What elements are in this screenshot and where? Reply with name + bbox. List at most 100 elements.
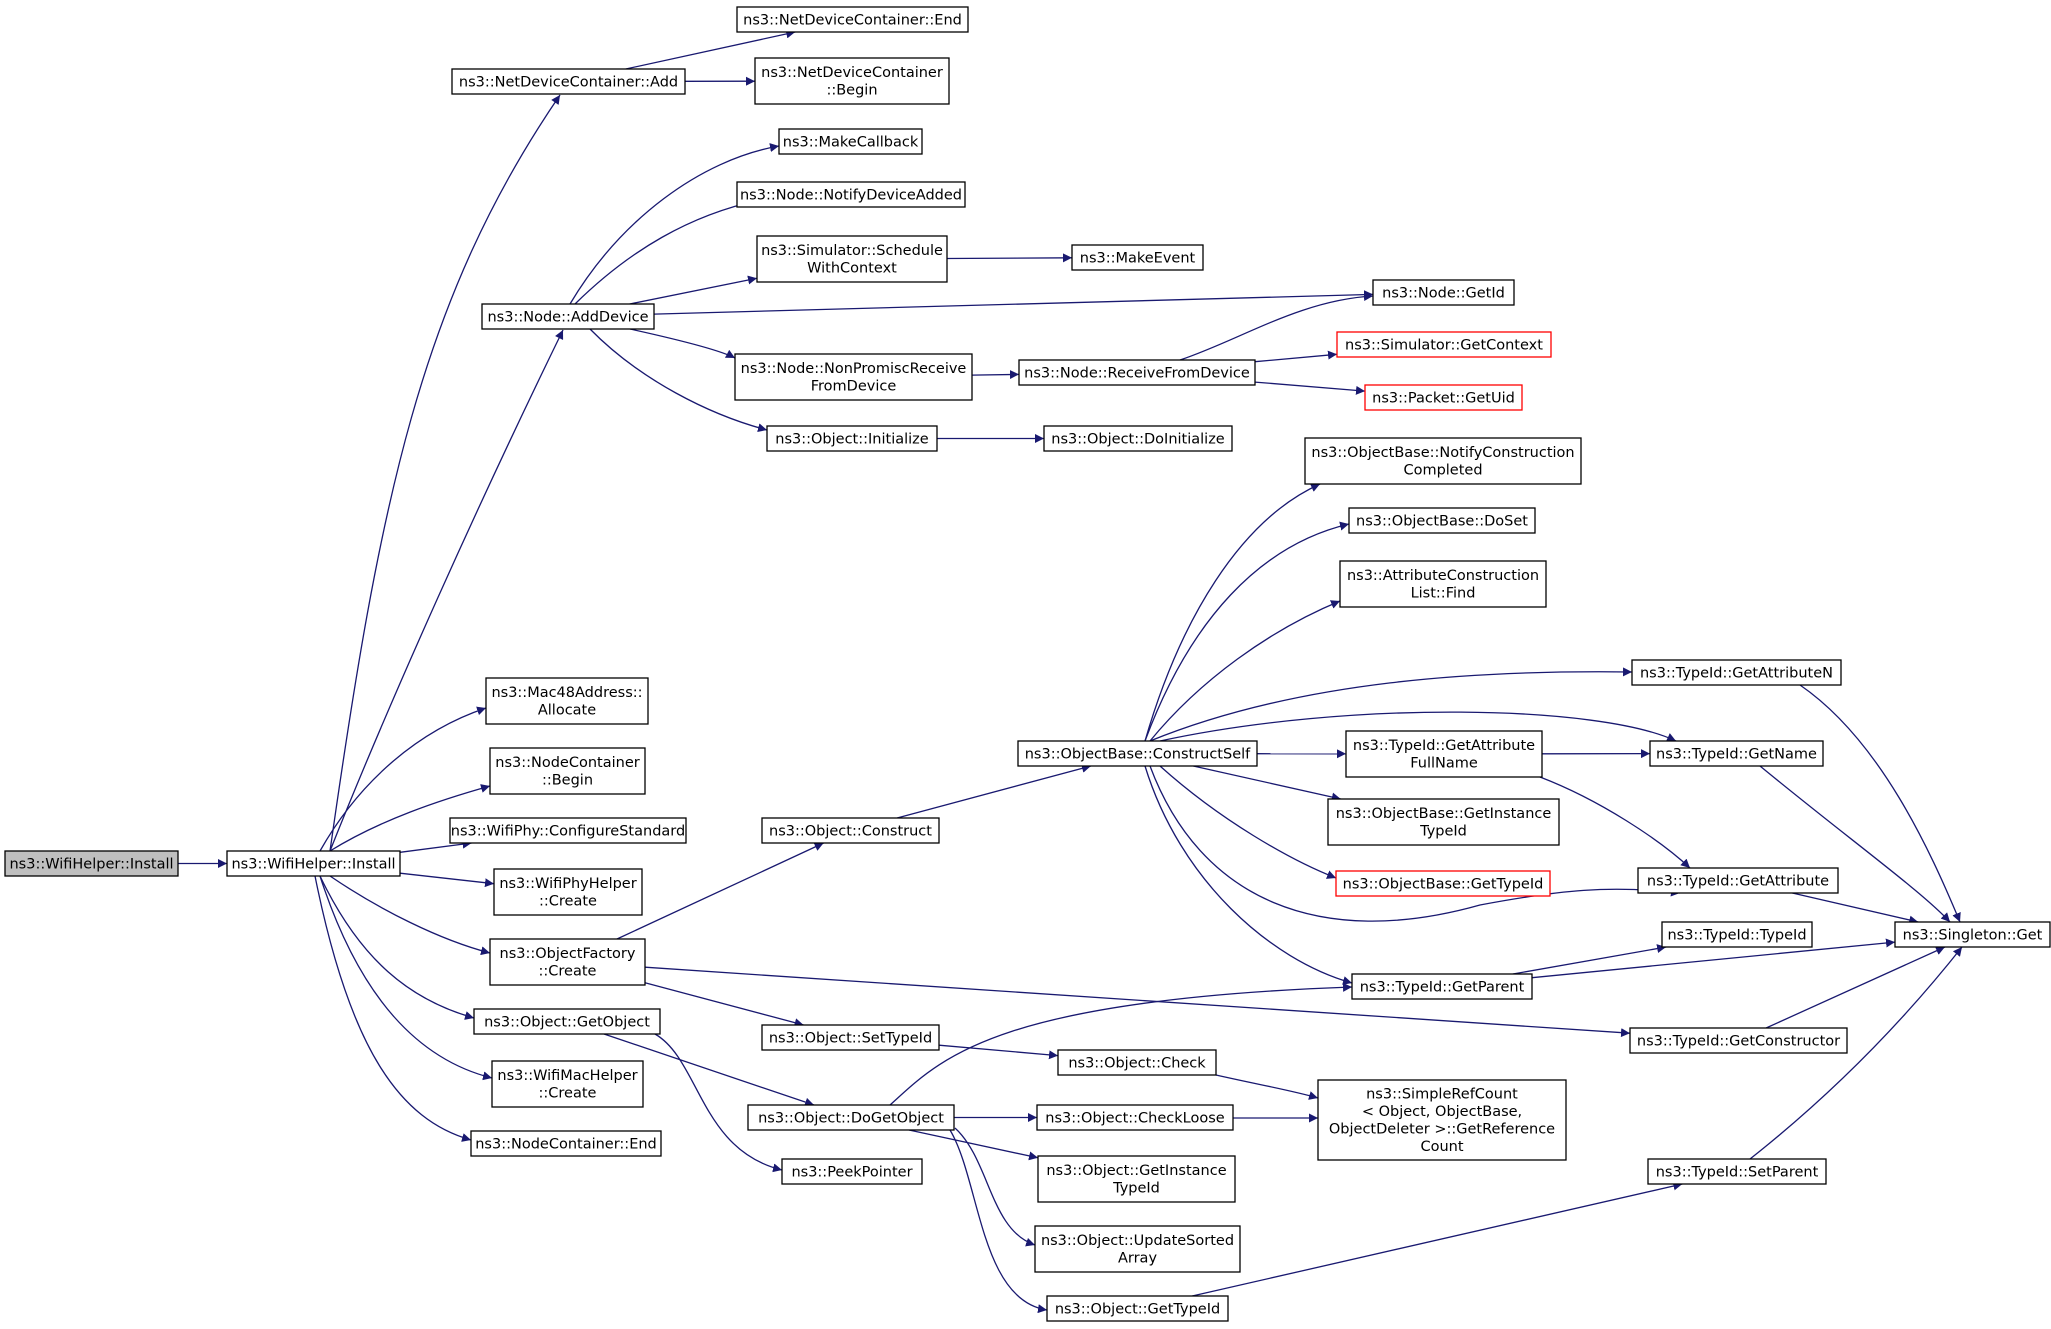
node-object-doinitialize[interactable]: ns3::Object::DoInitialize bbox=[1043, 425, 1233, 452]
node-label-line: ns3::WifiHelper::Install bbox=[231, 856, 395, 872]
node-wifiphyhelper-create[interactable]: ns3::WifiPhyHelper::Create bbox=[493, 868, 643, 916]
node-netdevcont-end[interactable]: ns3::NetDeviceContainer::End bbox=[736, 6, 969, 33]
node-label-line: ns3::Singleton::Get bbox=[1903, 927, 2043, 943]
node-typeid-getattribute[interactable]: ns3::TypeId::GetAttribute bbox=[1637, 867, 1839, 894]
node-object-construct[interactable]: ns3::Object::Construct bbox=[761, 817, 940, 844]
node-wifihelper-install-root[interactable]: ns3::WifiHelper::Install bbox=[4, 850, 179, 877]
node-wifiphy-configurestandard[interactable]: ns3::WifiPhy::ConfigureStandard bbox=[449, 817, 687, 844]
node-typeid-getconstructor[interactable]: ns3::TypeId::GetConstructor bbox=[1629, 1027, 1848, 1054]
edge-object_dogetobject-to-object_getinstancetypeid bbox=[908, 1129, 1039, 1161]
node-nodecontainer-end[interactable]: ns3::NodeContainer::End bbox=[470, 1130, 662, 1157]
edge-wifihelper_install-to-objectfactory_create bbox=[329, 875, 491, 956]
node-netdevcont-begin[interactable]: ns3::NetDeviceContainer::Begin bbox=[754, 57, 950, 105]
node-objectbase-gettypeid[interactable]: ns3::ObjectBase::GetTypeId bbox=[1335, 870, 1551, 897]
node-label-line: ns3::ObjectFactory bbox=[500, 946, 636, 962]
node-typeid-getname[interactable]: ns3::TypeId::GetName bbox=[1649, 740, 1824, 767]
node-objectbase-doset[interactable]: ns3::ObjectBase::DoSet bbox=[1348, 507, 1536, 534]
edge-object_dogetobject-to-object_updatesortedarray bbox=[954, 1127, 1036, 1247]
edge-objectbase_constructself-to-objectbase_doset bbox=[1144, 521, 1350, 742]
node-box bbox=[734, 353, 973, 401]
node-objectbase-constructself[interactable]: ns3::ObjectBase::ConstructSelf bbox=[1017, 740, 1258, 767]
edge-wifihelper_install-to-wifimachelper_create bbox=[319, 875, 493, 1081]
node-typeid-getparent[interactable]: ns3::TypeId::GetParent bbox=[1351, 973, 1533, 1000]
node-object-gettypeid[interactable]: ns3::Object::GetTypeId bbox=[1046, 1295, 1229, 1322]
node-object-checkloose[interactable]: ns3::Object::CheckLoose bbox=[1036, 1104, 1234, 1131]
node-box bbox=[493, 868, 643, 916]
node-label-line: ::Create bbox=[539, 964, 597, 980]
node-object-settypeid[interactable]: ns3::Object::SetTypeId bbox=[761, 1024, 940, 1051]
edge-wifihelper_install-to-wifiphy_configurestandard bbox=[399, 839, 472, 853]
node-label-line: ns3::TypeId::GetAttribute bbox=[1647, 873, 1829, 889]
node-node-adddevice[interactable]: ns3::Node::AddDevice bbox=[481, 303, 655, 330]
edge-node_adddevice-to-object_initialize bbox=[589, 328, 768, 433]
node-object-initialize[interactable]: ns3::Object::Initialize bbox=[766, 425, 938, 452]
node-label-line: ns3::PeekPointer bbox=[791, 1164, 912, 1180]
node-box bbox=[1043, 425, 1233, 452]
node-box bbox=[1649, 740, 1824, 767]
edge-objectbase_constructself-to-objectbase_gettypeid bbox=[1159, 765, 1337, 879]
node-object-dogetobject[interactable]: ns3::Object::DoGetObject bbox=[747, 1104, 955, 1131]
node-box bbox=[1317, 1079, 1567, 1161]
node-box bbox=[449, 817, 687, 844]
edge-objectfactory_create-to-object_construct bbox=[616, 842, 824, 940]
node-label-line: ns3::WifiPhyHelper bbox=[499, 876, 636, 892]
node-peekpointer[interactable]: ns3::PeekPointer bbox=[781, 1158, 923, 1185]
node-label-line: ns3::MakeEvent bbox=[1080, 250, 1196, 266]
node-label-line: ns3::Object::Construct bbox=[769, 823, 932, 839]
node-nodecontainer-begin[interactable]: ns3::NodeContainer::Begin bbox=[489, 747, 646, 795]
node-label-line: ns3::WifiHelper::Install bbox=[9, 856, 173, 872]
node-netdevcont-add[interactable]: ns3::NetDeviceContainer::Add bbox=[451, 68, 686, 95]
node-typeid-typeid[interactable]: ns3::TypeId::TypeId bbox=[1661, 921, 1813, 948]
node-box bbox=[1351, 973, 1533, 1000]
nodes-layer: ns3::WifiHelper::Install ns3::WifiHelper:… bbox=[4, 6, 2051, 1322]
node-node-notifydeviceadded[interactable]: ns3::Node::NotifyDeviceAdded bbox=[736, 181, 966, 208]
node-box bbox=[226, 850, 401, 877]
node-mac48-allocate[interactable]: ns3::Mac48Address::Allocate bbox=[485, 677, 649, 725]
node-label-line: ns3::Node::NonPromiscReceive bbox=[741, 361, 967, 377]
node-box bbox=[1057, 1049, 1217, 1076]
node-label-line: ns3::Node::AddDevice bbox=[487, 309, 648, 325]
node-typeid-setparent[interactable]: ns3::TypeId::SetParent bbox=[1647, 1158, 1827, 1185]
node-label-line: ns3::TypeId::GetAttributeN bbox=[1640, 665, 1833, 681]
node-label-line: ns3::TypeId::GetName bbox=[1656, 746, 1817, 762]
edge-typeid_getattributefullname-to-typeid_getattribute bbox=[1539, 776, 1691, 869]
node-box bbox=[761, 817, 940, 844]
node-box bbox=[1336, 331, 1552, 358]
node-objectfactory-create[interactable]: ns3::ObjectFactory::Create bbox=[489, 938, 646, 986]
node-node-receivefromdevice[interactable]: ns3::Node::ReceiveFromDevice bbox=[1018, 359, 1256, 386]
node-makecallback[interactable]: ns3::MakeCallback bbox=[778, 128, 923, 155]
node-box bbox=[781, 1158, 923, 1185]
node-wifihelper-install[interactable]: ns3::WifiHelper::Install bbox=[226, 850, 401, 877]
node-object-getobject[interactable]: ns3::Object::GetObject bbox=[473, 1008, 661, 1035]
node-packet-getuid[interactable]: ns3::Packet::GetUid bbox=[1364, 384, 1523, 411]
node-objectbase-notifyconstruction[interactable]: ns3::ObjectBase::NotifyConstructionCompl… bbox=[1304, 437, 1582, 485]
node-label-line: ns3::NetDeviceContainer::Add bbox=[459, 74, 678, 90]
node-singleton-get[interactable]: ns3::Singleton::Get bbox=[1894, 921, 2051, 948]
node-box bbox=[1018, 359, 1256, 386]
node-label-line: ns3::TypeId::SetParent bbox=[1656, 1164, 1819, 1180]
node-label-line: ns3::ObjectBase::ConstructSelf bbox=[1025, 746, 1251, 762]
node-box bbox=[1364, 384, 1523, 411]
node-node-getid[interactable]: ns3::Node::GetId bbox=[1372, 279, 1515, 306]
node-makeevent[interactable]: ns3::MakeEvent bbox=[1071, 244, 1204, 271]
node-object-check[interactable]: ns3::Object::Check bbox=[1057, 1049, 1217, 1076]
node-wifimachelper-create[interactable]: ns3::WifiMacHelper::Create bbox=[491, 1060, 644, 1108]
node-box bbox=[747, 1104, 955, 1131]
edge-wifihelper_install-to-wifiphyhelper_create bbox=[399, 872, 495, 888]
node-simplerefcount-getreferencecount[interactable]: ns3::SimpleRefCount< Object, ObjectBase,… bbox=[1317, 1079, 1567, 1161]
node-label-line: ::Create bbox=[539, 894, 597, 910]
node-label-line: ::Create bbox=[539, 1086, 597, 1102]
node-typeid-getattributen[interactable]: ns3::TypeId::GetAttributeN bbox=[1631, 659, 1842, 686]
node-label-line: ns3::Object::CheckLoose bbox=[1045, 1110, 1224, 1126]
node-simulator-getcontext[interactable]: ns3::Simulator::GetContext bbox=[1336, 331, 1552, 358]
node-label-line: ns3::MakeCallback bbox=[783, 134, 919, 150]
node-label-line: ::Begin bbox=[542, 773, 593, 789]
